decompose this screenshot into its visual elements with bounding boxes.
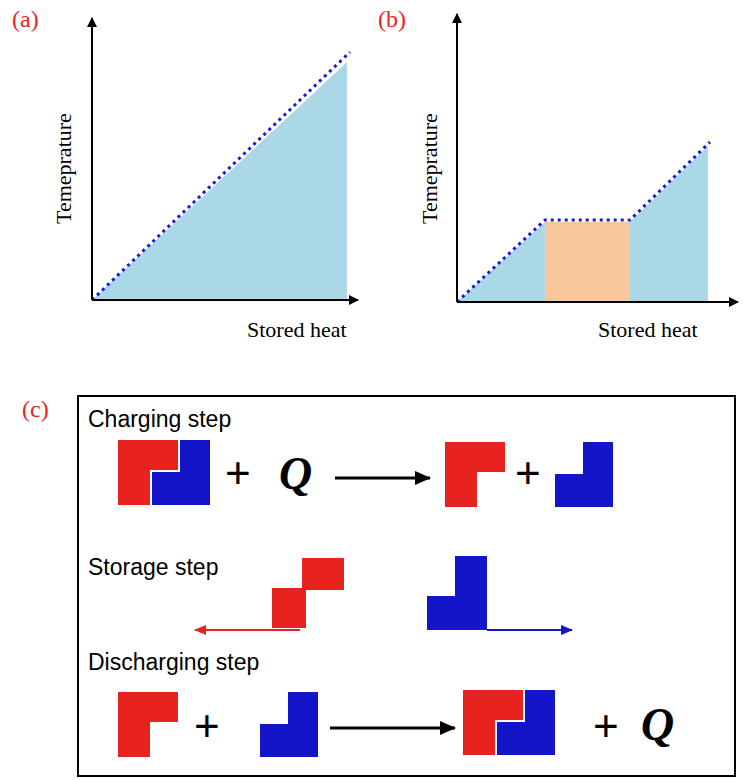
- plus-sign: +: [194, 702, 220, 750]
- plus-sign: +: [515, 449, 541, 497]
- move-arrow: [195, 629, 300, 631]
- axis-title: Stored heat: [598, 318, 698, 342]
- combined-pair: [118, 440, 210, 505]
- panel-label: (b): [378, 6, 406, 32]
- step-title: Storage step: [88, 555, 218, 580]
- step-title: Charging step: [88, 407, 231, 432]
- plus-sign: +: [593, 702, 619, 750]
- y-axis: [456, 14, 458, 302]
- heat-symbol: Q: [279, 449, 312, 500]
- sensible-heat-area: [457, 222, 545, 302]
- axis-title: Temeprature: [52, 113, 76, 224]
- blue-piece: [427, 556, 487, 630]
- blue-piece: [260, 692, 318, 757]
- sensible-heat-area: [630, 146, 708, 302]
- axis-title: Stored heat: [247, 318, 347, 342]
- axis-title: Temeprature: [418, 113, 442, 224]
- sensible-heat-area: [92, 62, 347, 300]
- move-arrow: [487, 629, 572, 631]
- combined-pair: [463, 690, 555, 755]
- reaction-arrow: [330, 727, 455, 730]
- dotted-curve: [457, 142, 710, 302]
- reaction-arrow: [335, 477, 430, 480]
- x-axis: [92, 299, 358, 301]
- dotted-curve: [92, 52, 350, 300]
- heat-symbol: Q: [641, 700, 674, 751]
- blue-piece: [555, 442, 613, 507]
- x-axis: [457, 301, 738, 303]
- panel-label: (a): [12, 6, 39, 32]
- step-title: Discharging step: [88, 650, 259, 675]
- y-axis: [91, 18, 93, 300]
- red-piece: [118, 692, 178, 757]
- process-frame: Charging step + Q Storage stepDischarging s…: [77, 395, 736, 777]
- red-piece: [445, 442, 505, 507]
- plus-sign: +: [225, 449, 251, 497]
- latent-heat-area: [545, 222, 630, 302]
- panel-label: (c): [22, 396, 49, 422]
- red-piece: [272, 558, 344, 628]
